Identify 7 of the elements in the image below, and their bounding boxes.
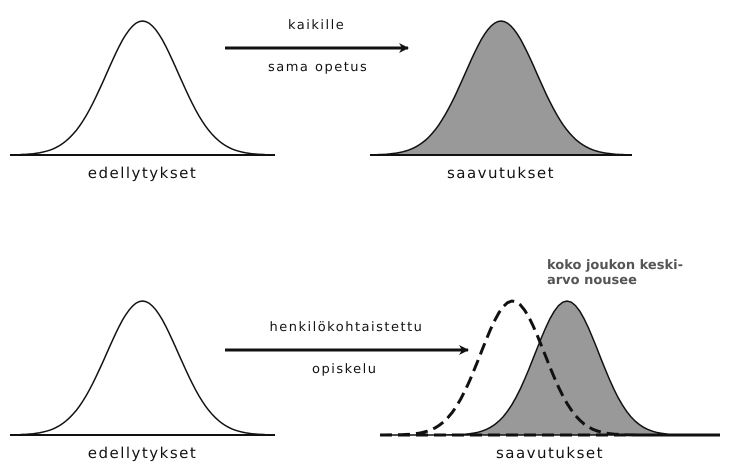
arrow [225,345,469,355]
curve-caption: saavutukset [494,444,606,462]
arrow [225,43,409,53]
curve-caption: edellytykset [86,164,198,182]
curve-caption: edellytykset [86,444,198,462]
curve-caption: saavutukset [446,164,556,182]
annotation-text: koko joukon keski-arvo nousee [546,258,684,288]
